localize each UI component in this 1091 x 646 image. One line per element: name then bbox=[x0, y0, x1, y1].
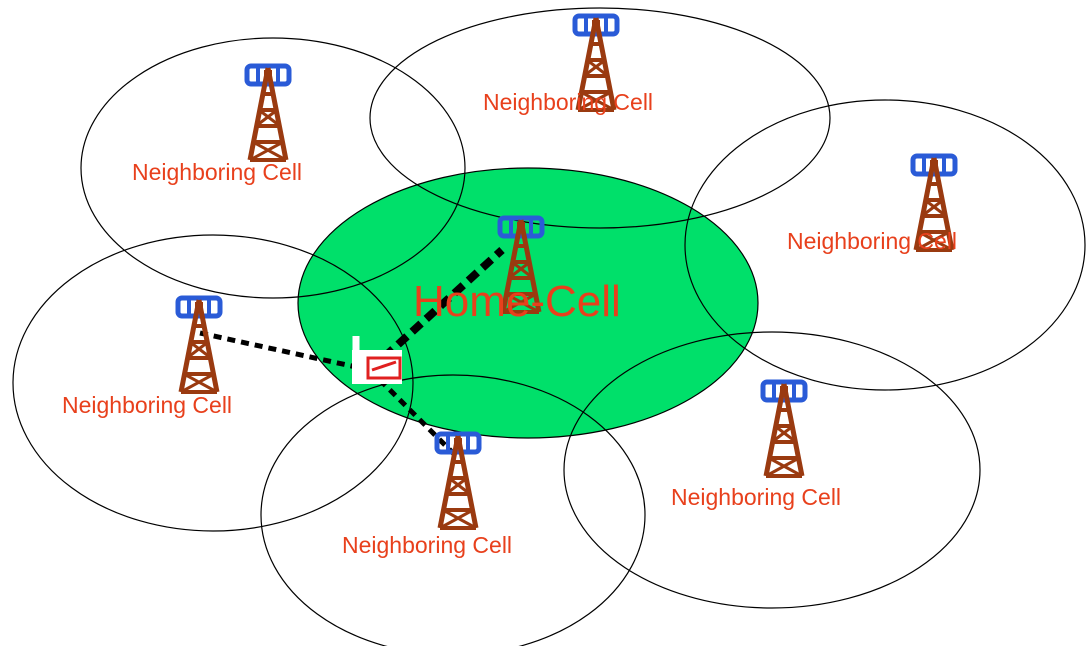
neighbor-cell-label: Neighboring Cell bbox=[132, 159, 302, 185]
link-to-left-tower bbox=[199, 330, 371, 373]
mobile-device-icon bbox=[352, 336, 402, 384]
neighbor-cell-outline bbox=[12, 234, 414, 532]
cell-tower-icon bbox=[437, 434, 479, 528]
cell-tower-icon bbox=[763, 382, 805, 476]
neighbor-cell-label: Neighboring Cell bbox=[342, 532, 512, 558]
neighbor-cell-outline bbox=[80, 37, 466, 299]
neighbor-cell-label: Neighboring Cell bbox=[483, 89, 653, 115]
home-cell-area bbox=[297, 167, 759, 439]
neighbor-cell-outline bbox=[684, 99, 1086, 391]
neighbor-cell-outline bbox=[369, 7, 831, 229]
cell-tower-icon bbox=[247, 66, 289, 160]
neighbor-cell-outline bbox=[260, 374, 646, 646]
link-to-bottom-tower bbox=[368, 368, 457, 457]
neighbor-cell-label: Neighboring Cell bbox=[62, 392, 232, 418]
neighbor-cell-outline bbox=[563, 331, 981, 609]
neighbor-cell-label: Neighboring Cell bbox=[671, 484, 841, 510]
cell-tower-icon bbox=[178, 298, 220, 392]
home-cell-label: Home-Cell bbox=[413, 277, 621, 326]
neighbor-cell-label: Neighboring Cell bbox=[787, 228, 957, 254]
